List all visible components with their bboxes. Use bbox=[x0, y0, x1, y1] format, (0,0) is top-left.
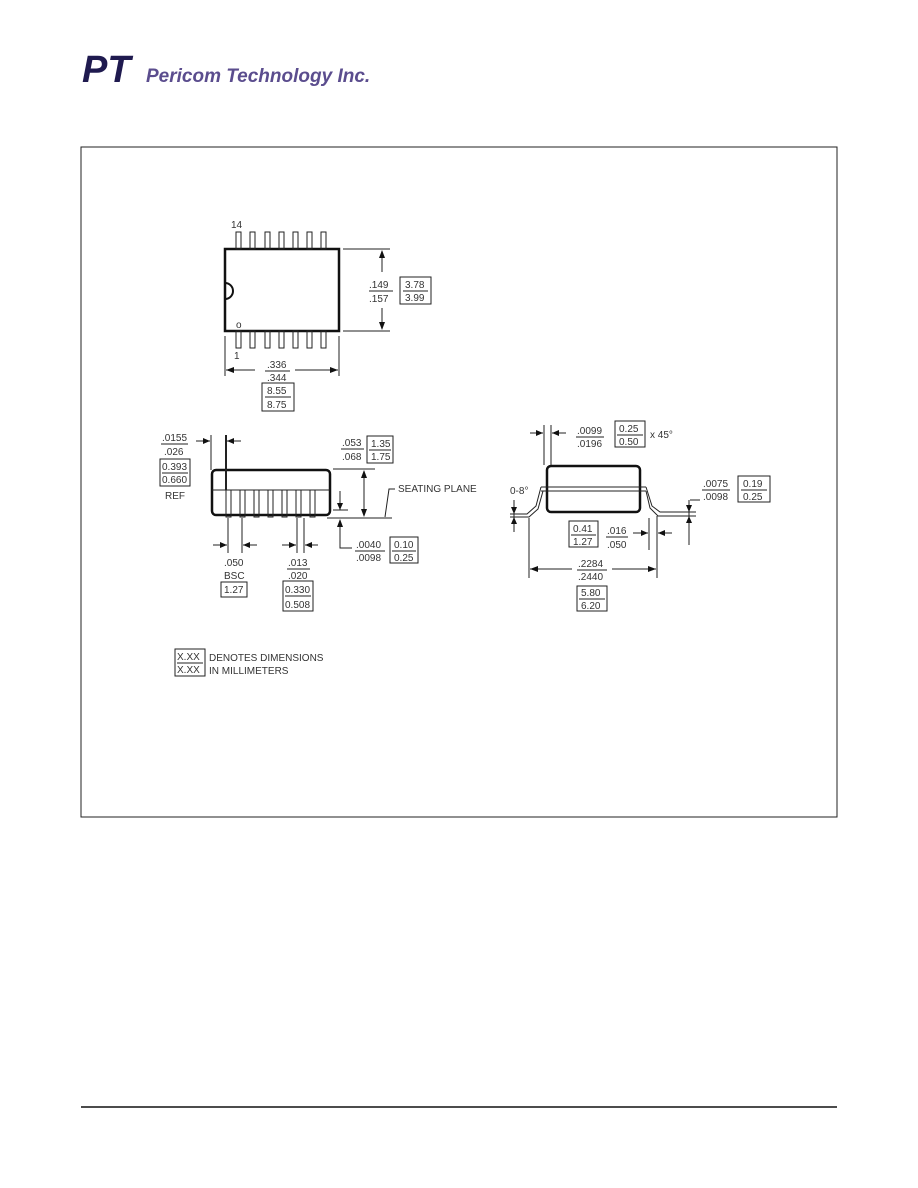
lead-thick-mm-min: 0.19 bbox=[743, 479, 763, 490]
overall-in-min: .2284 bbox=[578, 559, 603, 570]
legend: X.XX X.XX DENOTES DIMENSIONS IN MILLIMET… bbox=[174, 648, 324, 677]
lead-width-in-min: .013 bbox=[288, 558, 308, 569]
ref-label: REF bbox=[165, 491, 185, 502]
lead-offset-mm-max: 0.660 bbox=[162, 475, 187, 486]
length-in-min: .336 bbox=[267, 360, 287, 371]
foot-mm-max: 1.27 bbox=[573, 537, 593, 548]
side-view: .0155 .026 0.393 0.660 REF .053 .068 1.3… bbox=[159, 433, 477, 612]
width-mm-max: 3.99 bbox=[405, 293, 425, 304]
lead-offset-mm-min: 0.393 bbox=[162, 462, 187, 473]
pin-1-mark: o bbox=[236, 320, 242, 331]
standoff-mm-min: 0.10 bbox=[394, 540, 414, 551]
lead-width-mm-min: 0.330 bbox=[285, 585, 310, 596]
lead-thick-in-min: .0075 bbox=[703, 479, 728, 490]
pitch-bsc: BSC bbox=[224, 571, 245, 582]
lead-angle: 0-8° bbox=[510, 486, 528, 497]
end-view: .0099 .0196 0.25 0.50 x 45° 0-8° .0075 .… bbox=[510, 420, 771, 612]
chamfer-in-min: .0099 bbox=[577, 426, 602, 437]
overall-mm-max: 6.20 bbox=[581, 601, 601, 612]
foot-in-max: .050 bbox=[607, 540, 627, 551]
pitch-mm: 1.27 bbox=[224, 585, 244, 596]
chamfer-mm-max: 0.50 bbox=[619, 437, 639, 448]
pitch-in: .050 bbox=[224, 558, 244, 569]
logo-mark: PT bbox=[82, 49, 133, 91]
width-mm-min: 3.78 bbox=[405, 280, 425, 291]
chamfer-in-max: .0196 bbox=[577, 439, 602, 450]
width-in-max: .157 bbox=[369, 294, 389, 305]
chamfer-mm-min: 0.25 bbox=[619, 424, 639, 435]
standoff-mm-max: 0.25 bbox=[394, 553, 414, 564]
pin-1-label: 1 bbox=[234, 351, 240, 362]
length-in-max: .344 bbox=[267, 373, 287, 384]
top-view: 14 o 1 .149 .157 3.78 3.99 .336 .344 8.5… bbox=[223, 220, 432, 412]
top-pins bbox=[235, 231, 327, 349]
lead-offset-in-max: .026 bbox=[164, 447, 184, 458]
legend-sample-top: X.XX bbox=[177, 652, 200, 663]
legend-line-1: DENOTES DIMENSIONS bbox=[209, 653, 324, 664]
height-in-max: .068 bbox=[342, 452, 362, 463]
length-mm-min: 8.55 bbox=[267, 386, 287, 397]
lead-width-mm-max: 0.508 bbox=[285, 600, 310, 611]
chamfer-angle: x 45° bbox=[650, 430, 673, 441]
foot-mm-min: 0.41 bbox=[573, 524, 593, 535]
height-mm-min: 1.35 bbox=[371, 439, 391, 450]
company-logo: PT Pericom Technology Inc. bbox=[82, 49, 370, 91]
height-in-min: .053 bbox=[342, 438, 362, 449]
standoff-in-max: .0098 bbox=[356, 553, 381, 564]
lead-thick-in-max: .0098 bbox=[703, 492, 728, 503]
standoff-in-min: .0040 bbox=[356, 540, 381, 551]
foot-in-min: .016 bbox=[607, 526, 627, 537]
drawing-frame bbox=[80, 146, 838, 818]
lead-offset-in-min: .0155 bbox=[162, 433, 187, 444]
seating-plane-label: SEATING PLANE bbox=[398, 484, 477, 495]
overall-mm-min: 5.80 bbox=[581, 588, 601, 599]
length-mm-max: 8.75 bbox=[267, 400, 287, 411]
legend-line-2: IN MILLIMETERS bbox=[209, 666, 289, 677]
lead-width-in-max: .020 bbox=[288, 571, 308, 582]
width-in-min: .149 bbox=[369, 280, 389, 291]
height-mm-max: 1.75 bbox=[371, 452, 391, 463]
pin-14-label: 14 bbox=[231, 220, 243, 231]
lead-thick-mm-max: 0.25 bbox=[743, 492, 763, 503]
overall-in-max: .2440 bbox=[578, 572, 603, 583]
legend-sample-bottom: X.XX bbox=[177, 665, 200, 676]
logo-company-name: Pericom Technology Inc. bbox=[146, 66, 370, 87]
pin1-notch bbox=[224, 282, 234, 300]
